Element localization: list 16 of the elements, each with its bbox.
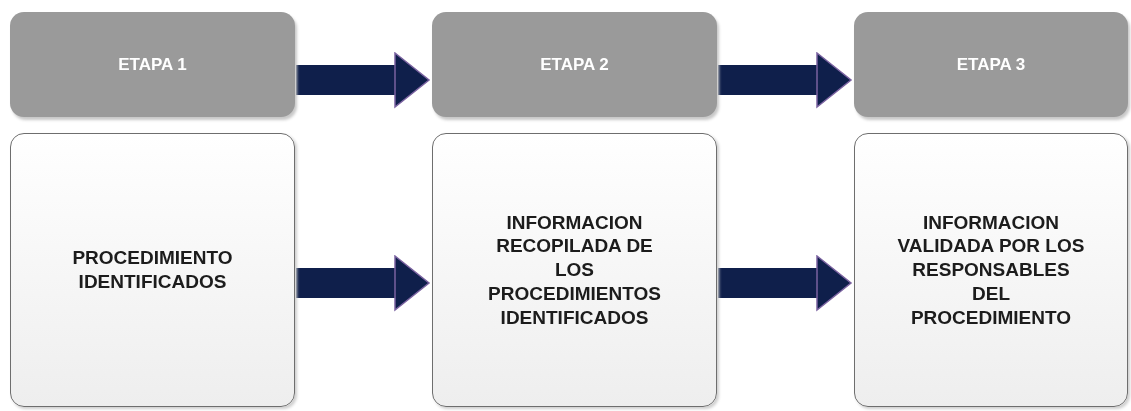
process-text: INFORMACION VALIDADA POR LOS RESPONSABLES DEL PROCEDIMIENTO xyxy=(896,210,1086,330)
block-arrow xyxy=(718,52,852,108)
stage-title: ETAPA 3 xyxy=(956,53,1026,76)
process-box xyxy=(432,133,717,407)
block-arrow xyxy=(296,52,430,108)
stage-title: ETAPA 2 xyxy=(540,53,609,76)
stage-header-box xyxy=(854,12,1128,117)
stage-title: ETAPA 1 xyxy=(118,53,187,76)
block-arrow xyxy=(296,255,430,311)
block-arrow xyxy=(718,255,852,311)
stage-header-box xyxy=(10,12,295,117)
process-box xyxy=(10,133,295,407)
stage-header-box xyxy=(432,12,717,117)
process-text: PROCEDIMIENTO IDENTIFICADOS xyxy=(71,246,234,294)
process-box xyxy=(854,133,1128,407)
process-text: INFORMACION RECOPILADA DE LOS PROCEDIMIENTOS IDENTIFICADOS xyxy=(487,210,662,330)
